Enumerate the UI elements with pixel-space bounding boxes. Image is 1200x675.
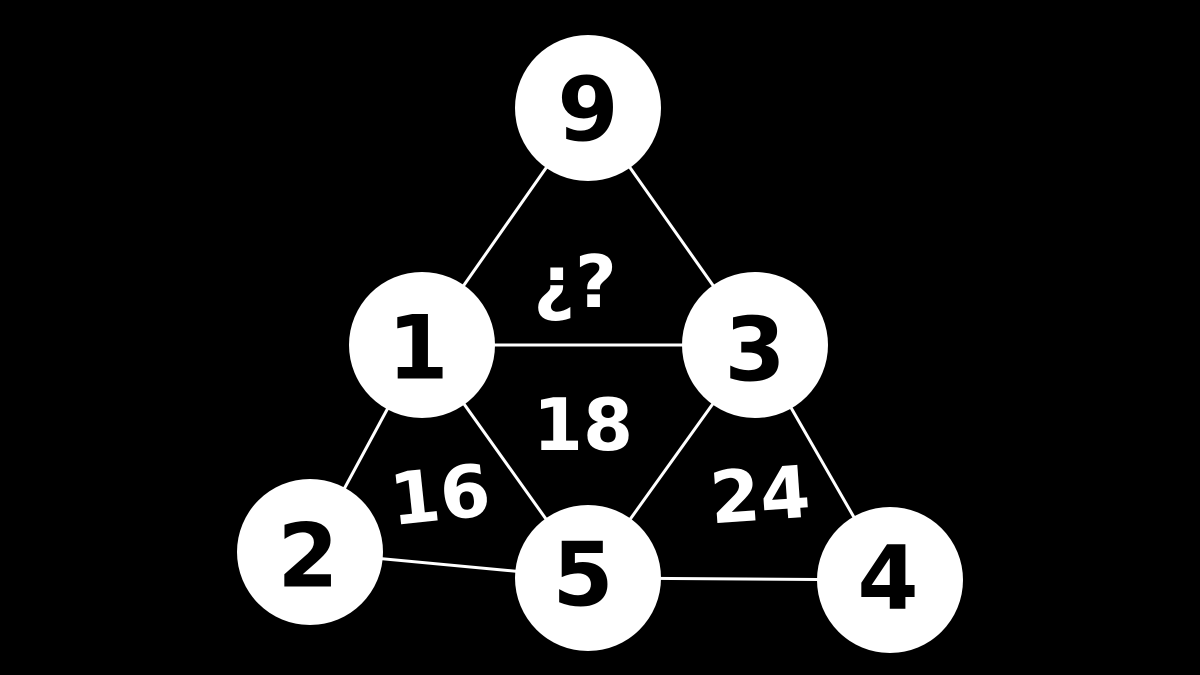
node-bottom-left-label: 2 xyxy=(277,505,338,608)
region-bottom-left-label: 16 xyxy=(386,448,494,542)
node-bottom-mid-label: 5 xyxy=(552,524,613,627)
node-bottom-right-label: 4 xyxy=(857,527,918,630)
region-labels: ¿? 18 16 24 xyxy=(386,240,813,542)
region-center-label: 18 xyxy=(533,383,633,467)
node-bottom-mid: 5 xyxy=(515,505,661,651)
node-mid-left: 1 xyxy=(349,272,495,418)
node-bottom-left: 2 xyxy=(237,479,383,625)
region-bottom-right-label: 24 xyxy=(707,450,813,541)
node-bottom-right: 4 xyxy=(817,507,963,653)
node-mid-right: 3 xyxy=(682,272,828,418)
region-top-label: ¿? xyxy=(533,240,617,324)
node-top-label: 9 xyxy=(557,59,618,162)
node-mid-right-label: 3 xyxy=(724,299,785,402)
node-top: 9 xyxy=(515,35,661,181)
node-mid-left-label: 1 xyxy=(387,297,448,400)
